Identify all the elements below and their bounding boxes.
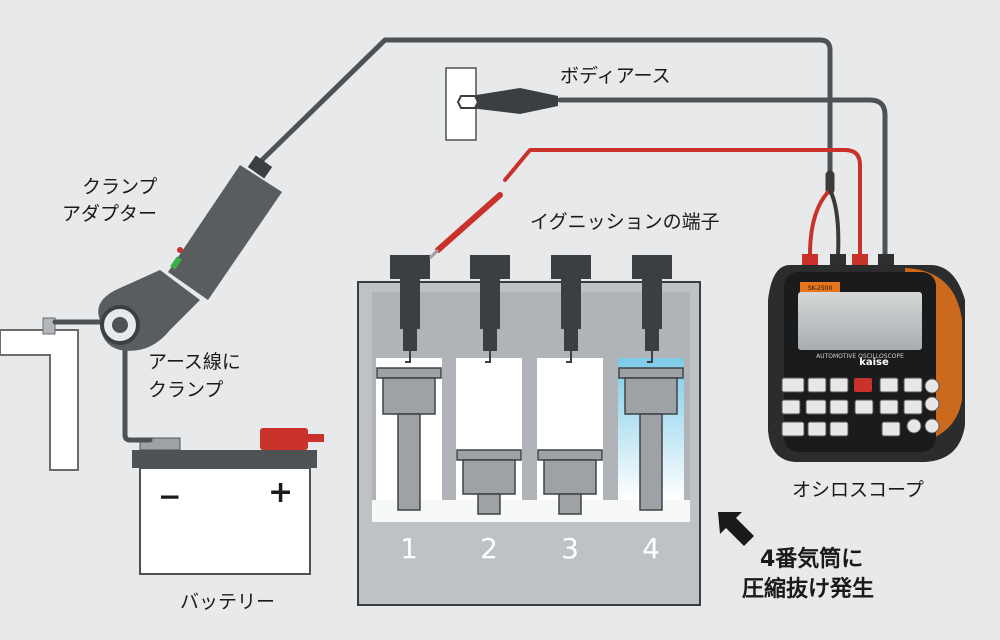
- battery-plus-sign: +: [268, 475, 294, 510]
- oscilloscope: kaise AUTOMOTIVE OSCILLOSCOPE SK-2500: [768, 265, 965, 462]
- label-oscilloscope: オシロスコープ: [792, 479, 924, 501]
- device-brand: kaise: [859, 357, 889, 368]
- label-clamp-ground-line2: クランプ: [148, 379, 224, 401]
- cylinder-number-1: 1: [400, 532, 418, 565]
- device-subtitle: AUTOMOTIVE OSCILLOSCOPE: [816, 353, 904, 360]
- piston-2: [456, 449, 522, 515]
- label-ignition-terminal: イグニッションの端子: [530, 211, 720, 233]
- compression-arrow: [718, 512, 754, 546]
- power-button: [854, 378, 872, 392]
- device-model: SK-2500: [808, 285, 833, 292]
- battery-minus-sign: −: [158, 480, 182, 513]
- battery: [132, 428, 324, 575]
- scope-connectors: [802, 254, 894, 266]
- scope-screen: [798, 292, 922, 350]
- clamp-adapter: [98, 155, 282, 351]
- label-body-ground: ボディアース: [560, 65, 671, 87]
- engine-block: [357, 255, 701, 606]
- label-battery: バッテリー: [180, 591, 276, 613]
- body-ground-clip: [445, 67, 558, 141]
- piston-3: [537, 449, 603, 515]
- label-clamp-adapter-line1: クランプ: [82, 176, 158, 198]
- piston-1: [376, 367, 442, 511]
- label-clamp-ground-line1: アース線に: [148, 351, 241, 373]
- cylinder-number-2: 2: [480, 532, 498, 565]
- label-compression-line2: 圧縮抜け発生: [742, 577, 875, 602]
- label-compression-line1: 4番気筒に: [760, 547, 864, 572]
- ground-bar: [0, 317, 79, 471]
- cylinder-number-3: 3: [561, 532, 579, 565]
- cylinder-number-4: 4: [642, 532, 660, 565]
- label-clamp-adapter-line2: アダプター: [62, 203, 158, 225]
- ignition-probe: [428, 192, 503, 260]
- ignition-coils: [390, 255, 672, 351]
- piston-4: [618, 367, 684, 511]
